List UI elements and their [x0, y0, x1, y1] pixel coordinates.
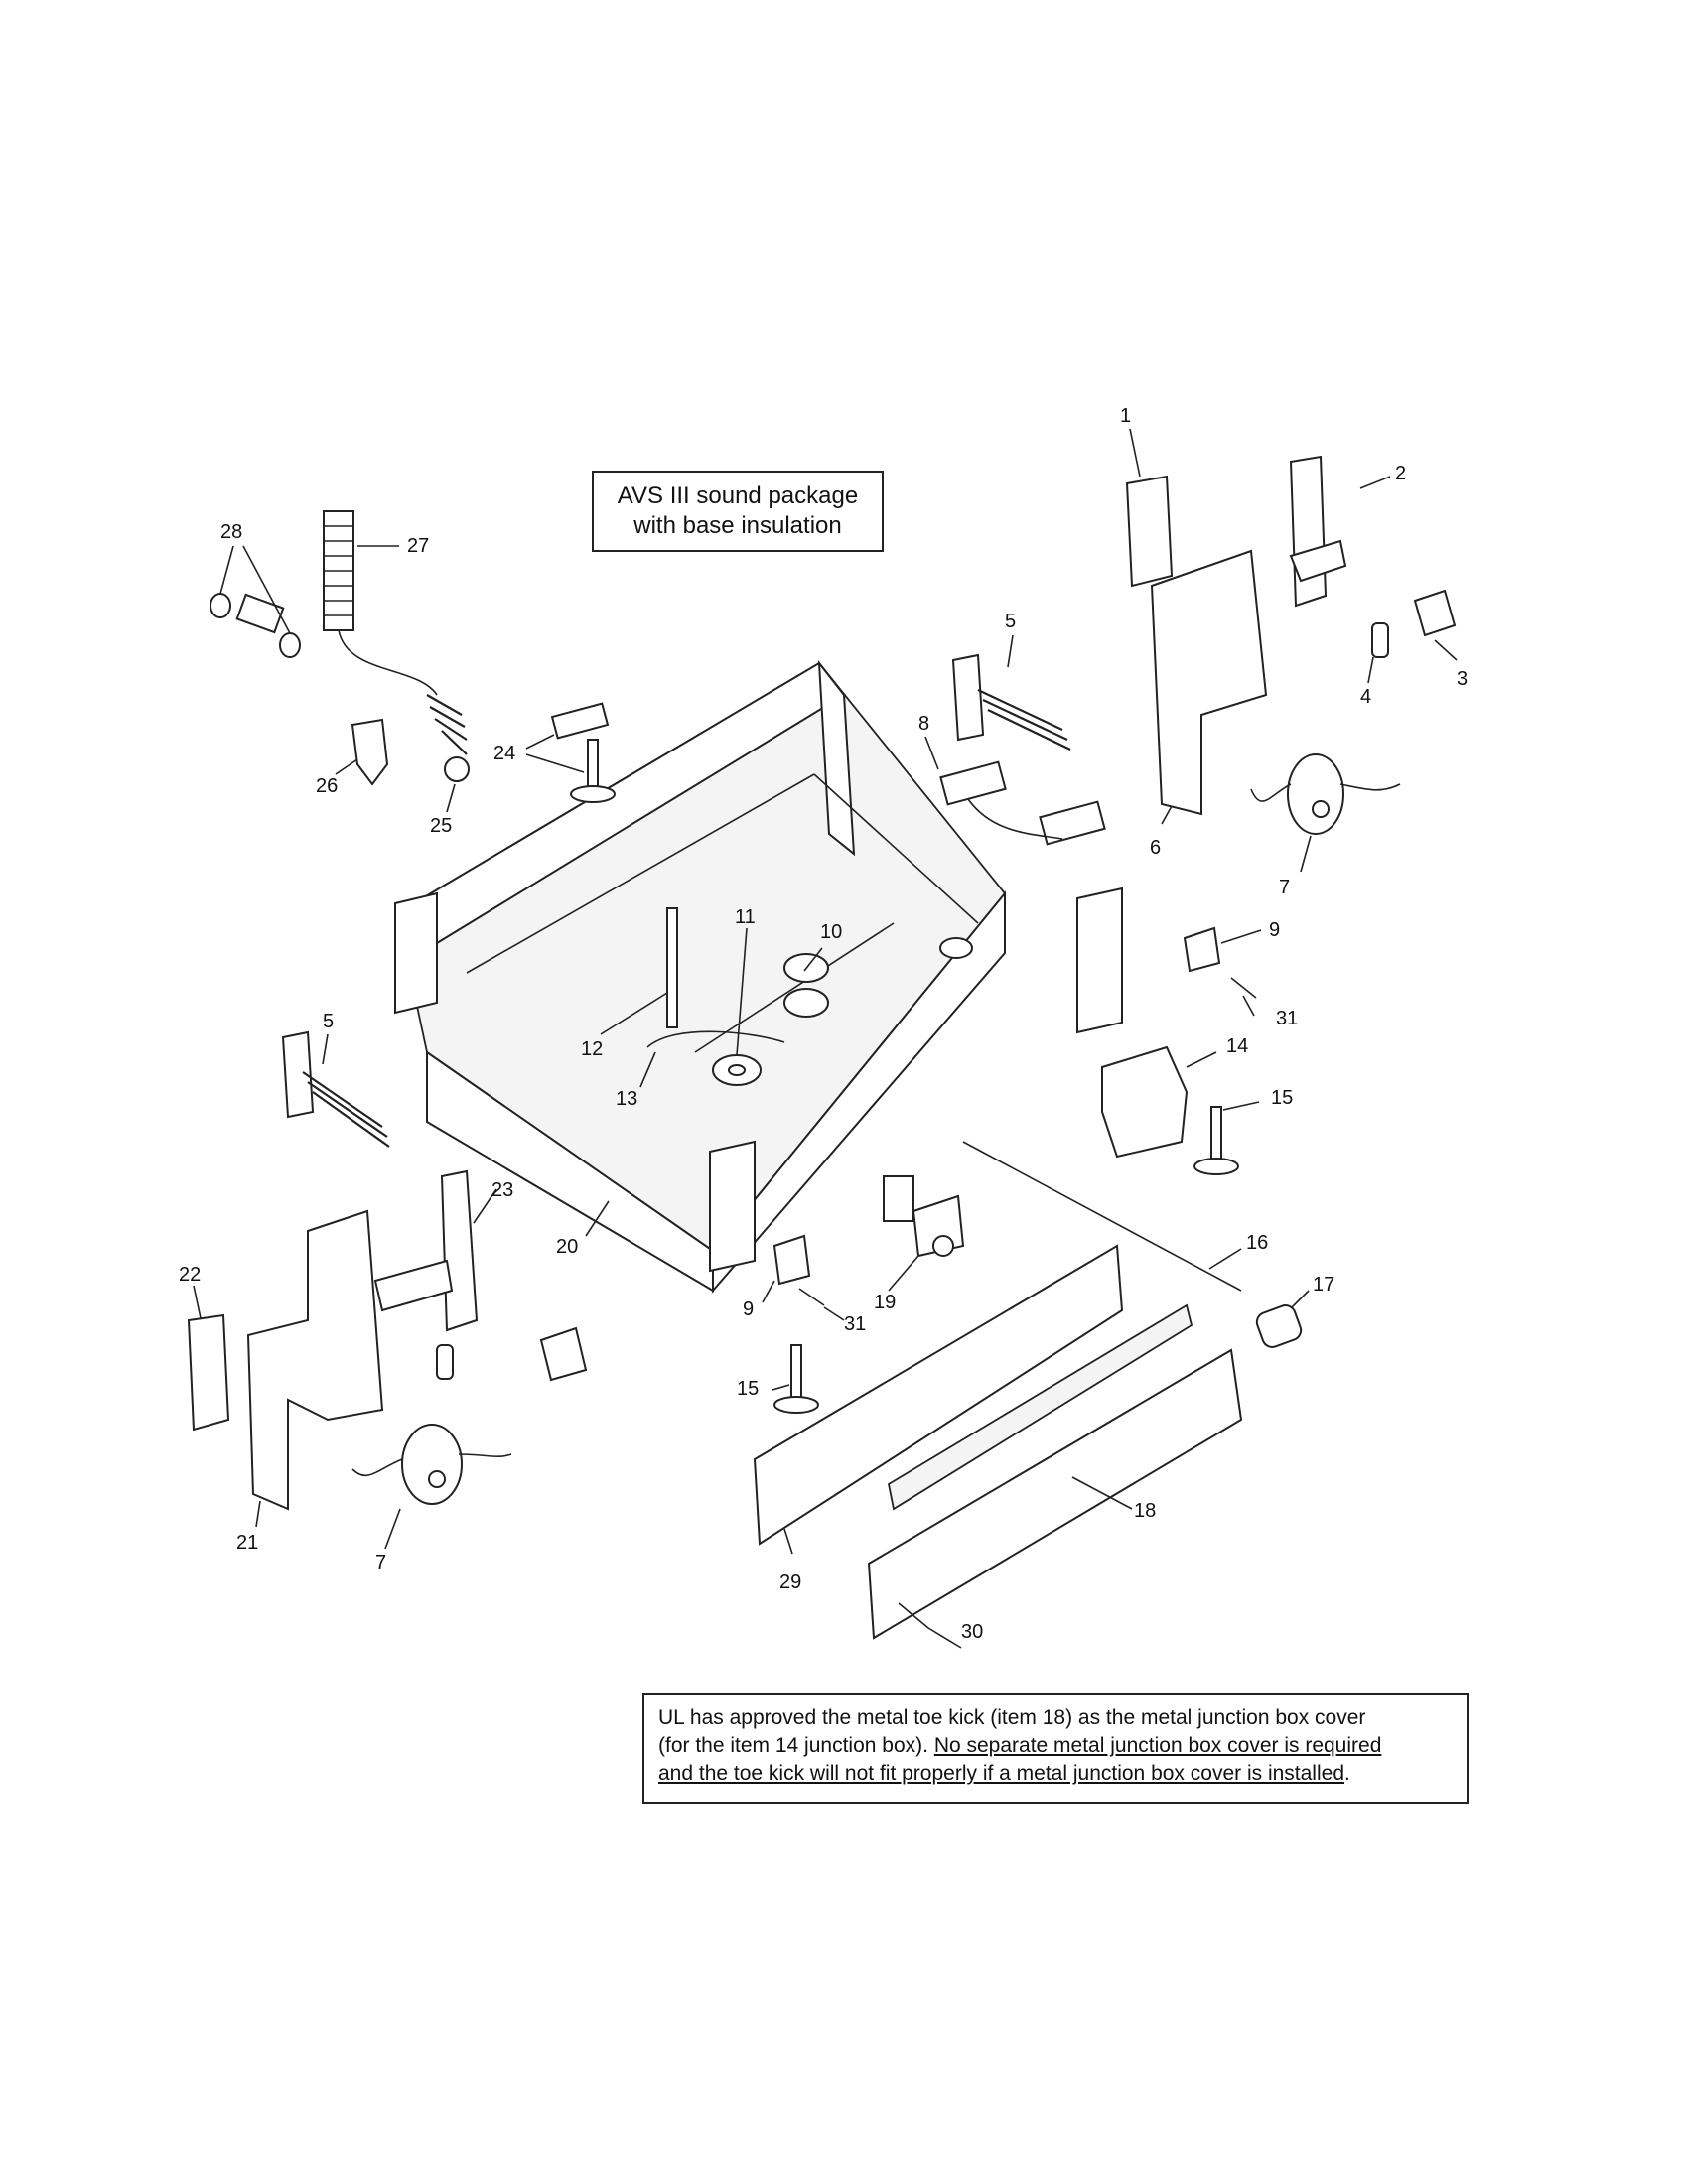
callout-4-top: 4	[1360, 686, 1371, 708]
leveling-leg-24	[550, 702, 616, 803]
callout-27: 27	[407, 535, 429, 557]
wire-connector-8	[939, 760, 1106, 846]
knob-17	[1255, 1304, 1303, 1348]
clip-3-bottom	[539, 1326, 588, 1382]
sound-package-note: AVS III sound package with base insulati…	[592, 471, 884, 552]
hinge-arm-23	[373, 1259, 454, 1312]
callout-7-bottom: 7	[375, 1552, 386, 1573]
toe-kick-18-inner	[887, 1303, 1193, 1511]
side-bracket-6	[1150, 549, 1268, 816]
callout-31-top: 31	[1276, 1008, 1298, 1029]
ul-note-line2: (for the item 14 junction box). No separ…	[658, 1732, 1453, 1760]
toe-kick-18	[867, 1348, 1243, 1640]
bracket-26	[351, 718, 389, 786]
hinge-bracket-2	[1289, 455, 1328, 608]
callout-11: 11	[735, 906, 756, 928]
junction-box-14	[1101, 1045, 1189, 1159]
callout-16: 16	[1246, 1232, 1268, 1254]
clip-3-top	[1413, 589, 1457, 637]
callout-5-left: 5	[323, 1011, 334, 1032]
callout-3-top: 3	[1457, 668, 1468, 690]
callout-17: 17	[1313, 1274, 1334, 1296]
leveling-leg-15-bottom	[773, 1344, 819, 1414]
drain-hose-27	[323, 510, 470, 782]
callout-9-top: 9	[1269, 919, 1280, 941]
clip-4-bottom	[436, 1344, 454, 1380]
side-bracket-21	[246, 1209, 384, 1511]
callout-31-bottom: 31	[844, 1313, 866, 1335]
callout-30: 30	[961, 1621, 983, 1643]
ul-note-line2-underlined: No separate metal junction box cover is …	[933, 1734, 1382, 1757]
ul-note-line2-plain: (for the item 14 junction box).	[658, 1734, 934, 1757]
callout-20: 20	[556, 1236, 578, 1258]
screw-31-bottom	[798, 1288, 825, 1306]
ul-note-line3-end: .	[1344, 1762, 1350, 1785]
bracket-9-bottom	[772, 1234, 811, 1286]
base-tub	[394, 659, 1123, 1294]
callout-5-top: 5	[1005, 611, 1016, 632]
callout-10: 10	[820, 921, 842, 943]
callout-15-right: 15	[1271, 1087, 1293, 1109]
callout-9-bottom: 9	[743, 1298, 754, 1320]
callout-13: 13	[616, 1088, 637, 1110]
spring-5-left	[281, 1030, 390, 1148]
callout-22: 22	[179, 1264, 201, 1286]
ul-note-line3: and the toe kick will not fit properly i…	[658, 1760, 1453, 1788]
panel-29	[753, 1244, 1124, 1546]
motor-7-bottom	[351, 1424, 512, 1505]
callout-labels: 1 2 3 4 5 5 6 7 7 8 9 9 10 11 12 13 14 1…	[179, 405, 1468, 1643]
hinge-arm-2	[1289, 539, 1347, 583]
callout-12: 12	[581, 1038, 603, 1060]
bracket-22	[187, 1313, 230, 1432]
bracket-9-top	[1183, 926, 1221, 973]
sound-package-note-line2: with base insulation	[633, 512, 842, 539]
ul-note-line3-underlined: and the toe kick will not fit properly i…	[658, 1762, 1345, 1785]
callout-26: 26	[316, 775, 338, 797]
screw-30	[898, 1602, 929, 1629]
callout-19: 19	[874, 1292, 896, 1313]
hose-coupler-28	[210, 593, 301, 658]
clip-4-top	[1371, 622, 1389, 658]
callout-6: 6	[1150, 837, 1161, 859]
callout-25: 25	[430, 815, 452, 837]
callout-24: 24	[493, 743, 515, 764]
spring-5-top	[951, 653, 1071, 751]
leader-lines	[193, 428, 1458, 1649]
callout-8: 8	[918, 713, 929, 735]
hinge-23	[440, 1169, 479, 1332]
callout-7-top: 7	[1279, 877, 1290, 898]
sound-package-note-line1: AVS III sound package	[617, 482, 859, 509]
ul-approval-note: UL has approved the metal toe kick (item…	[642, 1693, 1469, 1804]
callout-18: 18	[1134, 1500, 1156, 1522]
callout-14: 14	[1226, 1035, 1248, 1057]
callout-2: 2	[1395, 463, 1406, 484]
valve-19	[883, 1175, 965, 1258]
callout-28: 28	[220, 521, 242, 543]
callout-21: 21	[236, 1532, 258, 1554]
bracket-1	[1125, 475, 1174, 588]
callout-23: 23	[491, 1179, 513, 1201]
callout-1: 1	[1120, 405, 1131, 427]
callout-15-bottom: 15	[737, 1378, 759, 1400]
callout-29: 29	[779, 1571, 801, 1593]
rod-16	[962, 1141, 1242, 1292]
motor-7-top	[1250, 753, 1401, 835]
ul-note-line1: UL has approved the metal toe kick (item…	[658, 1706, 1366, 1729]
screw-31-top	[1230, 977, 1257, 999]
leveling-leg-15-right	[1193, 1106, 1239, 1175]
